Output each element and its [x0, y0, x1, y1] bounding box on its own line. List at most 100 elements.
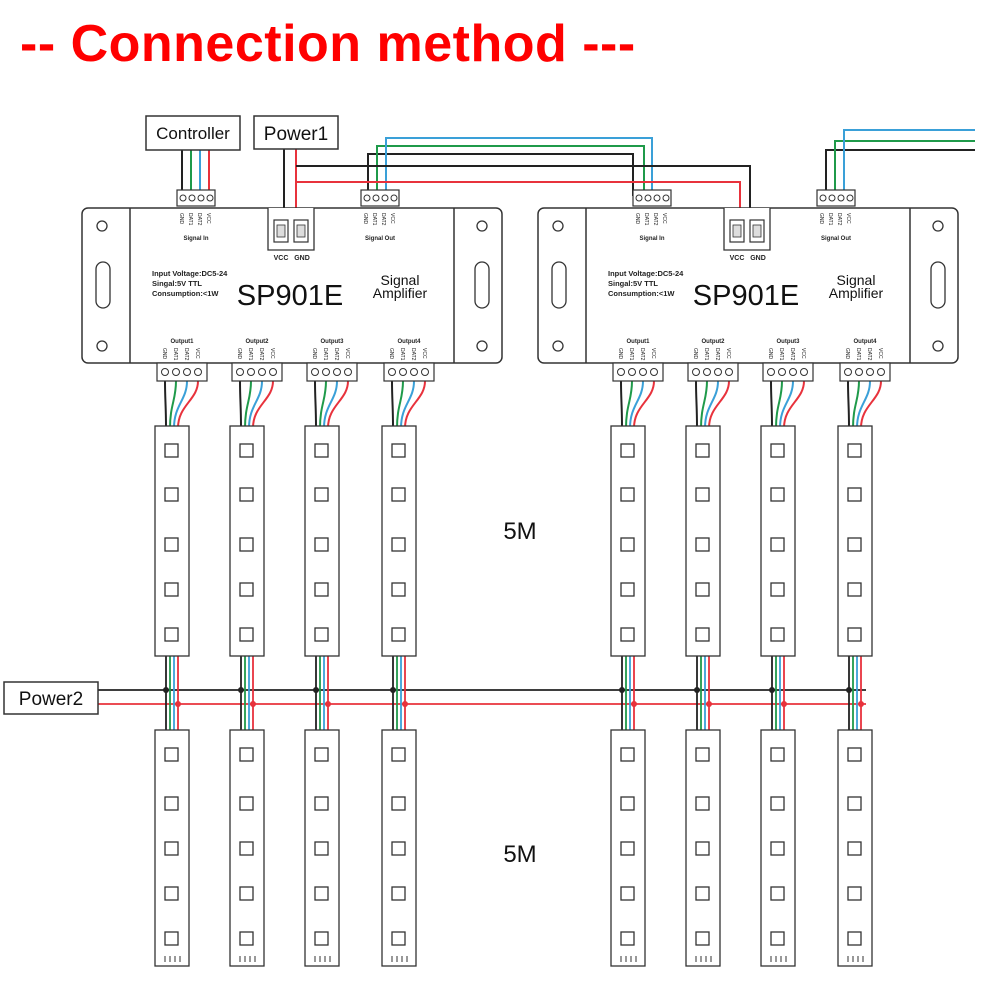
output-lead: [633, 380, 655, 429]
pin-label: DAT2: [410, 348, 416, 361]
pin-label: GND: [767, 348, 773, 360]
spec-signal: Singal:5V TTL: [608, 279, 658, 288]
signal-out-label: Signal Out: [365, 236, 395, 242]
pin-label: VCC: [194, 348, 200, 359]
led-strip-lower-1: [154, 729, 190, 967]
led-strip-lower-6: [685, 729, 721, 967]
pin-label: GND: [388, 348, 394, 360]
mounting-hole: [96, 340, 108, 352]
output-lead: [169, 380, 177, 429]
pin-label: DAT1: [322, 348, 328, 361]
bus-junction: [619, 687, 625, 693]
output-label: Output4: [398, 339, 422, 345]
power1-box: Power1: [253, 115, 339, 150]
device-name-line2: Amplifier: [373, 285, 428, 301]
output-terminal-2: [231, 362, 283, 382]
length-label-bottom: 5M: [503, 841, 536, 868]
pin-label: DAT2: [196, 213, 202, 226]
signal-out-terminal: [816, 189, 856, 207]
output-lead: [164, 380, 167, 429]
bus-junction: [175, 701, 181, 707]
led-strip-lower-4: [381, 729, 417, 967]
pin-label: GND: [818, 213, 824, 225]
led-strip-upper-7: [760, 425, 796, 657]
gnd-label: GND: [294, 255, 310, 262]
output-lead: [856, 380, 871, 429]
output-lead: [704, 380, 719, 429]
signal-out-terminal: [360, 189, 400, 207]
mounting-hole: [96, 220, 108, 232]
pin-label: DAT1: [778, 348, 784, 361]
signal-in-label: Signal In: [183, 236, 208, 242]
output-lead: [404, 380, 426, 429]
vcc-label: VCC: [730, 255, 745, 262]
output-label: Output3: [321, 339, 345, 345]
power2-label: Power2: [19, 689, 83, 710]
output-lead: [783, 380, 805, 429]
mounting-hole: [552, 220, 564, 232]
led-strip-lower-2: [229, 729, 265, 967]
mounting-hole: [476, 340, 488, 352]
bus-junction: [781, 701, 787, 707]
output-lead: [327, 380, 349, 429]
pin-label: DAT1: [371, 213, 377, 226]
pin-label: VCC: [205, 213, 211, 224]
signal-in-terminal: [632, 189, 672, 207]
led-strip-upper-2: [229, 425, 265, 657]
output-lead: [248, 380, 263, 429]
mounting-slot: [474, 261, 490, 309]
pin-label: GND: [844, 348, 850, 360]
pin-label: DAT2: [836, 213, 842, 226]
output-lead: [323, 380, 338, 429]
pin-label: GND: [617, 348, 623, 360]
pin-label: VCC: [421, 348, 427, 359]
output-lead: [252, 380, 274, 429]
controller-label: Controller: [156, 124, 230, 143]
mounting-slot: [551, 261, 567, 309]
pin-label: DAT2: [333, 348, 339, 361]
output-label: Output2: [702, 339, 726, 345]
spec-consumption: Consumption:<1W: [608, 289, 675, 298]
bus-junction: [769, 687, 775, 693]
device-name-line1: Signal: [381, 272, 420, 288]
pin-label: VCC: [725, 348, 731, 359]
model-name: SP901E: [237, 280, 343, 312]
gnd-label: GND: [750, 255, 766, 262]
mounting-hole: [932, 220, 944, 232]
pin-label: DAT1: [827, 213, 833, 226]
pin-label: VCC: [845, 213, 851, 224]
output-lead: [314, 380, 317, 429]
output-lead: [173, 380, 188, 429]
bus-junction: [694, 687, 700, 693]
pin-label: DAT1: [628, 348, 634, 361]
pin-label: DAT1: [247, 348, 253, 361]
wire-link-gnd: [367, 153, 634, 196]
diagram-title: -- Connection method ---: [20, 15, 636, 73]
power1-label: Power1: [264, 124, 328, 145]
bus-junction: [163, 687, 169, 693]
device-name-line1: Signal: [837, 272, 876, 288]
pin-label: DAT2: [183, 348, 189, 361]
pin-label: GND: [692, 348, 698, 360]
wire-out-dat2: [843, 129, 975, 196]
led-strip-lower-3: [304, 729, 340, 967]
output-lead: [391, 380, 394, 429]
bus-junction: [858, 701, 864, 707]
wiring: [98, 129, 975, 730]
pin-label: VCC: [389, 213, 395, 224]
led-strip-upper-6: [685, 425, 721, 657]
vcc-label: VCC: [274, 255, 289, 262]
pin-label: VCC: [650, 348, 656, 359]
mounting-hole: [932, 340, 944, 352]
pin-label: DAT2: [380, 213, 386, 226]
output-lead: [775, 380, 783, 429]
output-label: Output4: [854, 339, 878, 345]
bus-junction: [250, 701, 256, 707]
pin-label: GND: [161, 348, 167, 360]
output-label: Output1: [627, 339, 651, 345]
pin-label: DAT2: [639, 348, 645, 361]
pin-label: GND: [362, 213, 368, 225]
controller-box: Controller: [145, 115, 241, 151]
